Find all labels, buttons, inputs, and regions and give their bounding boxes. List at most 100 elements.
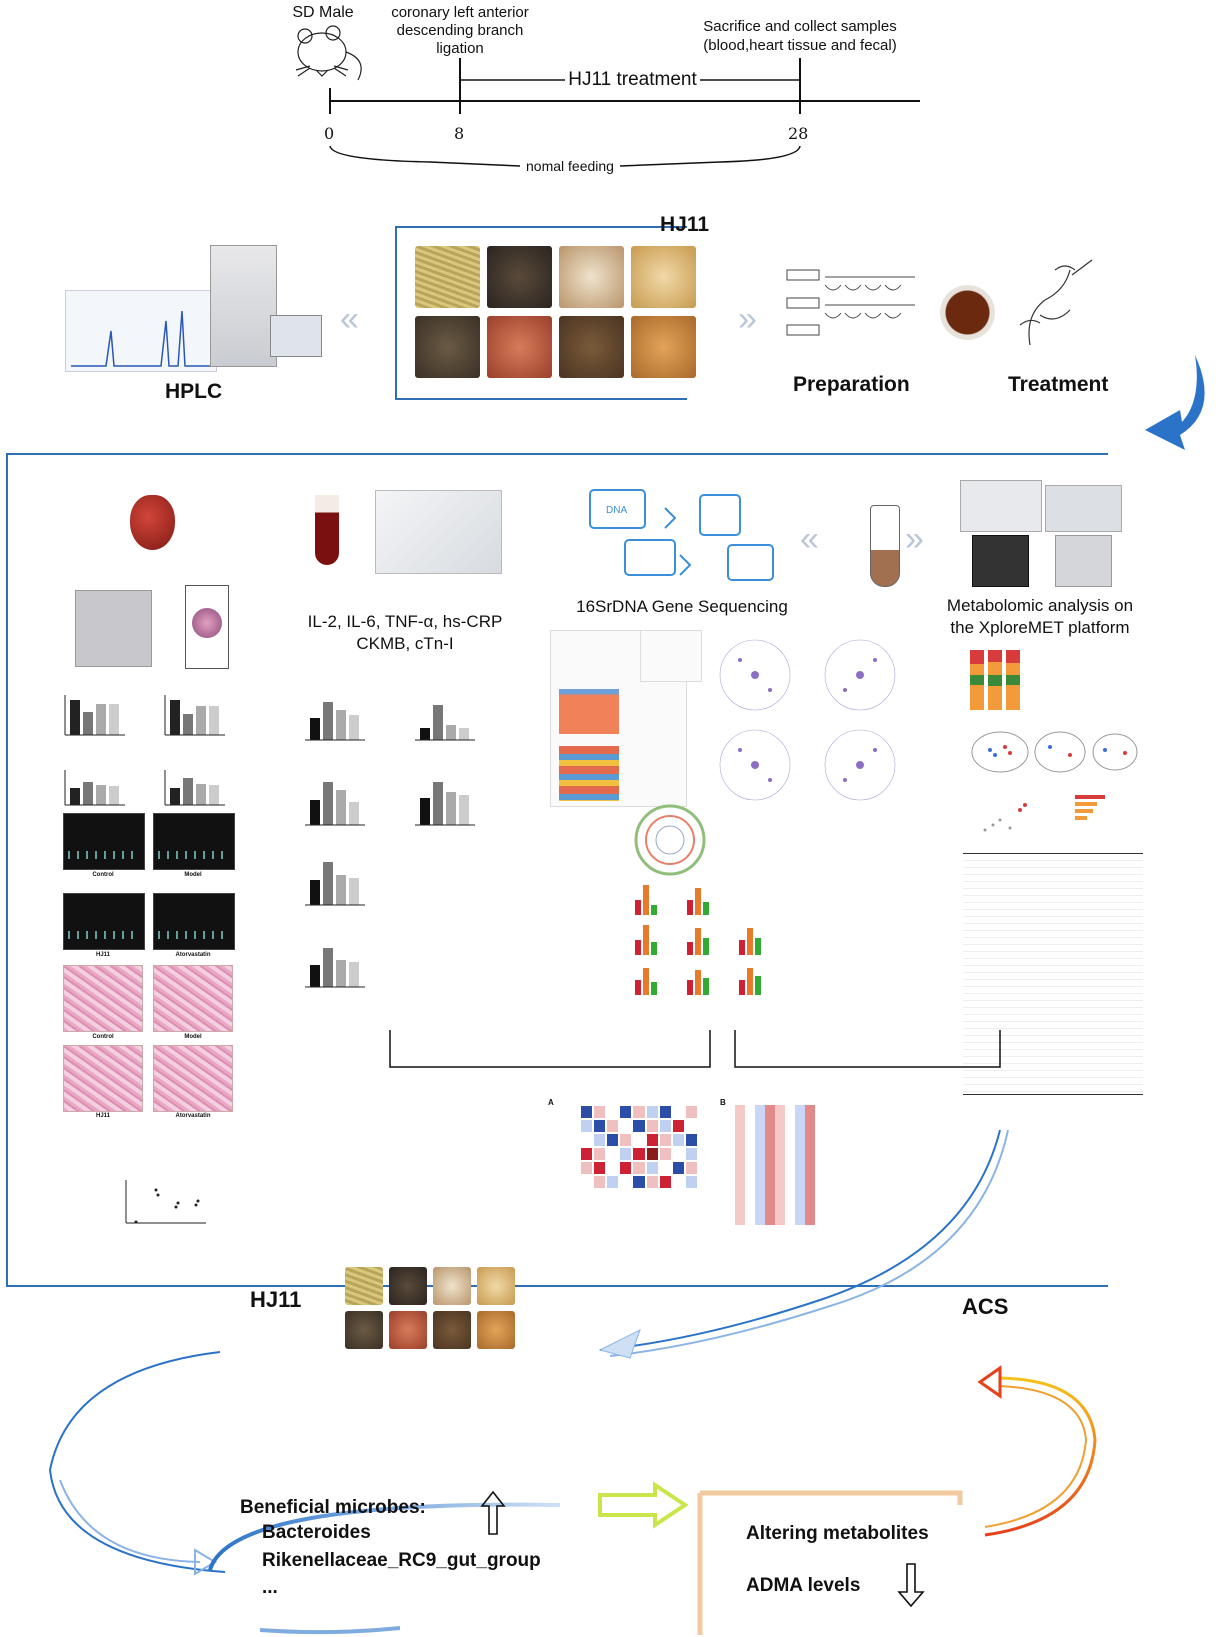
echo-image-atorvastatin xyxy=(153,893,235,950)
decoction-dish xyxy=(940,285,995,340)
sacrifice-label-line2: (blood,heart tissue and fecal) xyxy=(703,37,897,54)
analysis-frame xyxy=(6,453,1108,1287)
echo-image-control xyxy=(63,813,145,870)
he-stain-control xyxy=(63,965,143,1032)
blood-tube xyxy=(315,495,339,565)
echo-label-model: Model xyxy=(184,872,202,878)
heatmap-a-label: A xyxy=(548,1098,554,1107)
he-label-control: Control xyxy=(92,1034,114,1040)
echo-image-hj11 xyxy=(63,893,145,950)
curved-down-arrow-icon xyxy=(1145,355,1205,450)
echo-label-hj11: HJ11 xyxy=(95,952,110,958)
staining-slide xyxy=(185,585,229,669)
he-stain-atorvastatin xyxy=(153,1045,233,1112)
microbe-bacteroides: Bacteroides xyxy=(262,1522,371,1543)
he-label-model: Model xyxy=(184,1034,202,1040)
volcano-and-enrichment-plots xyxy=(983,795,1105,832)
sequencing-label: 16SrDNA Gene Sequencing xyxy=(576,597,788,616)
day-0-label: 0 xyxy=(324,124,335,143)
animal-label: SD Male xyxy=(292,4,354,21)
summary-herb-6 xyxy=(389,1311,427,1349)
summary-herb-2 xyxy=(389,1267,427,1305)
herb-photo-1 xyxy=(415,246,480,308)
correlation-heatmap-b xyxy=(735,1105,815,1225)
mouse-icon xyxy=(295,25,362,81)
cardiac-function-bar-charts xyxy=(64,695,225,806)
elisa-kit-photo xyxy=(375,490,502,574)
microbe-ellipsis: ... xyxy=(262,1577,278,1598)
preparation-label: Preparation xyxy=(793,373,910,396)
svg-text:DNA: DNA xyxy=(606,505,627,516)
hplc-monitor xyxy=(270,315,322,357)
summary-herb-5 xyxy=(345,1311,383,1349)
metabolomics-label-line1: Metabolomic analysis on xyxy=(946,596,1134,615)
preparation-flow-diagram xyxy=(786,269,915,336)
gavage-sketch xyxy=(1019,259,1093,346)
co-occurrence-networks xyxy=(719,639,896,801)
hplc-chromatogram xyxy=(65,290,217,372)
summary-hj11-label: HJ11 xyxy=(250,1287,302,1312)
he-stain-hj11 xyxy=(63,1045,143,1112)
pcoa-plot xyxy=(640,630,702,682)
right-arrow-icon-2: » xyxy=(905,520,924,558)
feeding-label: nomal feeding xyxy=(526,158,614,174)
up-arrow-icon xyxy=(480,1490,506,1535)
left-arrow-icon-2: « xyxy=(800,520,819,558)
metabolomics-label-line2: the XploreMET platform xyxy=(950,618,1130,637)
echo-machine xyxy=(75,590,152,667)
metabolites-label: Altering metabolites xyxy=(746,1523,929,1544)
echo-label-control: Control xyxy=(92,872,114,878)
hplc-instrument xyxy=(210,245,277,367)
adma-label: ADMA levels xyxy=(746,1575,861,1596)
treatment-label: Treatment xyxy=(1008,373,1109,396)
mass-spectrometer xyxy=(972,535,1029,587)
summary-herb-4 xyxy=(477,1267,515,1305)
echo-image-model xyxy=(153,813,235,870)
summary-herb-3 xyxy=(433,1267,471,1305)
he-stain-model xyxy=(153,965,233,1032)
pathology-score-plot xyxy=(125,1180,206,1224)
lab-equipment-3 xyxy=(1055,535,1112,587)
day-8-label: 8 xyxy=(454,124,465,143)
fecal-sample-tube xyxy=(870,505,900,587)
metabolite-table xyxy=(963,853,1143,1095)
sequencing-workflow-icons: DNA xyxy=(589,489,774,581)
heart-icon xyxy=(130,495,175,550)
lab-equipment-1 xyxy=(960,480,1042,532)
acs-label: ACS xyxy=(962,1294,1009,1319)
lab-equipment-2 xyxy=(1045,485,1122,532)
herb-photo-3 xyxy=(559,246,624,308)
microbes-title: Beneficial microbes: xyxy=(240,1497,426,1518)
surgery-label: coronary left anterior descending branch… xyxy=(391,4,529,57)
summary-arrows xyxy=(48,1129,1097,1635)
treatment-period-label: HJ11 treatment xyxy=(568,69,697,90)
microbe-rikenellaceae: Rikenellaceae_RC9_gut_group xyxy=(262,1550,541,1571)
herb-photo-8 xyxy=(631,316,696,378)
right-arrow-icon: » xyxy=(738,300,757,338)
summary-herb-7 xyxy=(433,1311,471,1349)
herb-photo-6 xyxy=(487,316,552,378)
heatmap-b-label: B xyxy=(720,1098,726,1107)
hj11-herb-frame xyxy=(395,226,687,400)
cytokines-label-line2: CKMB, cTn-I xyxy=(356,634,454,653)
herb-photo-2 xyxy=(487,246,552,308)
herb-photo-7 xyxy=(559,316,624,378)
hj11-title: HJ11 xyxy=(660,213,710,236)
correlation-heatmap-a xyxy=(580,1105,698,1189)
taxa-abundance-bars xyxy=(635,885,761,995)
biomarker-bar-charts xyxy=(305,702,475,988)
sacrifice-label-line1: Sacrifice and collect samples xyxy=(703,18,897,35)
he-label-hj11: HJ11 xyxy=(95,1113,110,1119)
day-28-label: 28 xyxy=(788,124,809,143)
left-arrow-icon: « xyxy=(340,300,359,338)
herb-photo-4 xyxy=(631,246,696,308)
he-label-atorvastatin: Atorvastatin xyxy=(175,1113,211,1119)
lefse-circos-plot xyxy=(634,804,706,876)
summary-herb-1 xyxy=(345,1267,383,1305)
metabolite-class-stacked-bars xyxy=(970,650,1020,710)
cytokines-label-line1: IL-2, IL-6, TNF-α, hs-CRP xyxy=(307,612,503,631)
down-arrow-icon xyxy=(897,1563,925,1608)
summary-herb-8 xyxy=(477,1311,515,1349)
metabolite-pca-plots xyxy=(971,731,1138,773)
hplc-label: HPLC xyxy=(165,380,223,403)
